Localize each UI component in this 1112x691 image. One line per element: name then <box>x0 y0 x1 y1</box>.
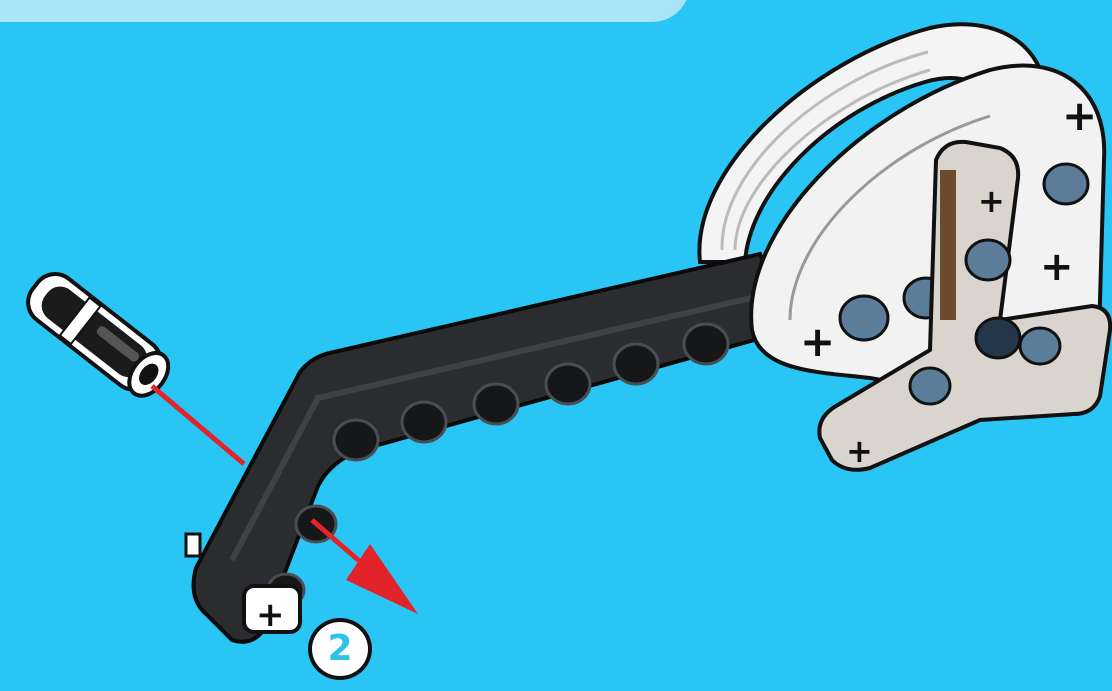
svg-text:+: + <box>978 182 1005 220</box>
svg-text:+: + <box>846 432 873 470</box>
svg-text:+: + <box>1040 244 1074 290</box>
step-number: 2 <box>327 631 352 667</box>
step-number-badge: 2 <box>308 618 372 680</box>
svg-text:+: + <box>800 317 835 366</box>
svg-text:+: + <box>1062 91 1097 140</box>
arrow-head <box>346 544 418 614</box>
svg-text:+: + <box>256 595 285 635</box>
angled-beam <box>194 254 790 642</box>
connector-pin <box>19 265 177 404</box>
